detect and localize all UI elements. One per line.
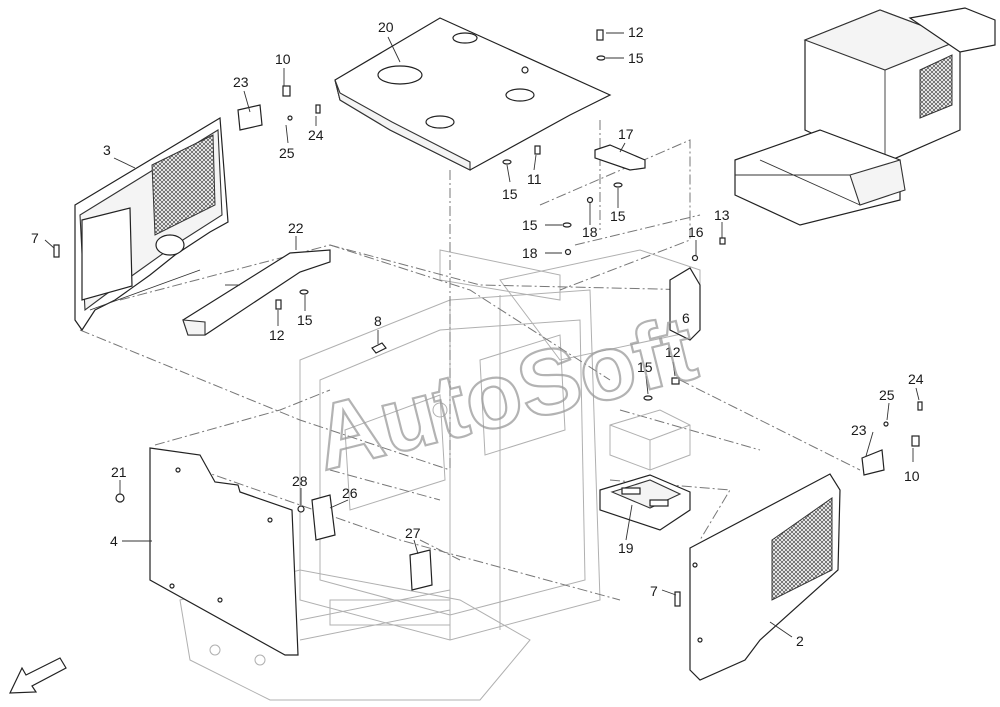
rail-bar <box>182 249 331 336</box>
callout-18: 18 <box>522 245 538 261</box>
direction-arrow-icon <box>9 657 67 694</box>
bracket-plate-17 <box>594 144 646 171</box>
battery-tray <box>599 474 691 531</box>
callout-15: 15 <box>628 50 644 66</box>
callout-4: 4 <box>110 533 118 549</box>
hinge-23-upper <box>237 104 263 131</box>
callout-7: 7 <box>31 230 39 246</box>
callout-19: 19 <box>618 540 634 556</box>
callout-11: 11 <box>527 171 542 187</box>
callout-22: 22 <box>288 220 304 236</box>
callout-3: 3 <box>103 142 111 158</box>
callout-24: 24 <box>908 371 924 387</box>
assembly-lines <box>79 120 861 601</box>
watermark: AutoSoft <box>304 297 705 490</box>
left-side-panel <box>74 116 229 332</box>
callout-17: 17 <box>618 126 634 142</box>
callout-8: 8 <box>374 313 382 329</box>
callout-21: 21 <box>111 464 127 480</box>
callout-16: 16 <box>688 224 704 240</box>
callout-15: 15 <box>502 186 518 202</box>
assembled-machine-inset <box>734 7 996 226</box>
callout-6: 6 <box>682 310 690 326</box>
left-lower-panel <box>149 447 299 656</box>
right-lower-panel <box>689 473 841 681</box>
callout-24: 24 <box>308 127 324 143</box>
battery-phantom <box>609 409 691 471</box>
callout-18: 18 <box>582 224 598 240</box>
hinge-23-lower <box>861 449 885 476</box>
callout-2: 2 <box>796 633 804 649</box>
plate-26 <box>311 494 336 541</box>
side-bracket-6 <box>669 267 701 341</box>
callout-25: 25 <box>879 387 895 403</box>
callout-15: 15 <box>610 208 626 224</box>
callout-labels: 20 12 15 10 23 24 25 3 17 15 11 15 18 15… <box>31 19 924 649</box>
fasteners <box>53 29 923 607</box>
callout-15: 15 <box>297 312 313 328</box>
callout-15: 15 <box>637 359 653 375</box>
callout-12: 12 <box>665 344 681 360</box>
callout-13: 13 <box>714 207 730 223</box>
callout-25: 25 <box>279 145 295 161</box>
leader-lines <box>44 32 920 638</box>
callout-28: 28 <box>292 473 308 489</box>
callout-12: 12 <box>269 327 285 343</box>
callout-12: 12 <box>628 24 644 40</box>
top-cover-plate <box>334 17 612 171</box>
callout-26: 26 <box>342 485 358 501</box>
callout-23: 23 <box>851 422 867 438</box>
callout-27: 27 <box>405 525 421 541</box>
callout-7: 7 <box>650 583 658 599</box>
callout-15: 15 <box>522 217 538 233</box>
plate-27 <box>409 549 433 591</box>
callout-10: 10 <box>904 468 920 484</box>
callout-23: 23 <box>233 74 249 90</box>
callout-10: 10 <box>275 51 291 67</box>
callout-20: 20 <box>378 19 394 35</box>
